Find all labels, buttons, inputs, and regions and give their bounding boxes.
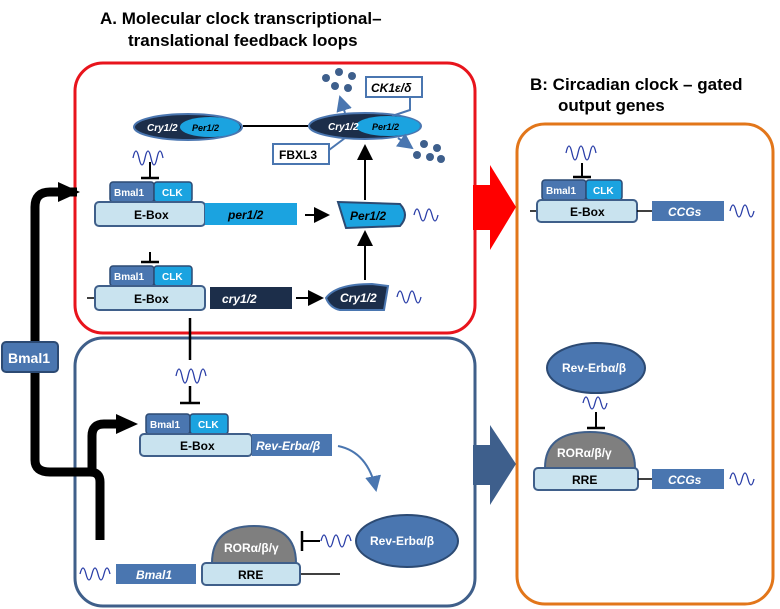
bmal1-feed-arrowhead-blue [116,414,138,434]
svg-text:Bmal1: Bmal1 [114,272,144,283]
svg-text:E-Box: E-Box [180,439,215,453]
fbxl3-label: FBXL3 [279,148,317,162]
svg-text:E-Box: E-Box [134,292,169,306]
ccgs-output-rre [652,469,724,489]
oscillation-wave-icon [175,368,207,384]
rev-erb-protein-output [546,342,646,394]
bmal1-side-label: Bmal1 [8,350,50,366]
oscillation-wave-icon [582,396,608,410]
complex-left-cry: Cry1/2 [147,123,178,134]
svg-text:Per1/2: Per1/2 [350,209,386,223]
ebox-mid [94,285,206,311]
svg-text:CLK: CLK [593,186,614,197]
ror-protein-output [543,430,637,469]
orange-output-box [515,122,775,606]
rev-erb-gene-label: Rev-Erbα/β [256,439,321,453]
svg-text:Rev-Erbα/β: Rev-Erbα/β [370,534,434,548]
oscillation-wave-icon [565,145,597,161]
ror-protein-blue [210,524,298,564]
svg-text:RORα/β/γ: RORα/β/γ [224,541,279,555]
bmal1-feed-arrowhead-top [58,182,80,202]
oscillation-wave-icon [413,208,439,222]
per-gene-label: per1/2 [227,208,264,222]
rev-erb-protein [355,514,459,568]
ck1-box [365,76,423,98]
cry-gene-label: cry1/2 [222,292,257,306]
svg-text:RRE: RRE [572,473,597,487]
bmal1-gene-label: Bmal1 [136,568,172,582]
rre-blue [201,562,301,586]
svg-text:Bmal1: Bmal1 [114,188,144,199]
per-gene [205,203,297,225]
bmal1-to-blue-ebox [87,419,120,472]
oscillation-wave-icon [79,567,111,581]
svg-text:RRE: RRE [238,568,263,582]
title-b-line1: B: Circadian clock – gated [530,75,743,94]
bmal1-side-badge [1,341,59,373]
oscillation-wave-icon [396,290,422,304]
svg-text:CCGs: CCGs [668,205,702,219]
cry-gene [210,287,292,309]
svg-text:CLK: CLK [162,188,183,199]
cry-protein [324,282,390,311]
title-a-line2: translational feedback loops [128,31,358,50]
per-protein [336,200,406,230]
oscillation-wave-icon [132,150,164,166]
title-b-line2: output genes [558,96,665,115]
complex-right-per: Per1/2 [372,122,399,132]
svg-text:CCGs: CCGs [668,473,702,487]
rev-erb-gene [252,434,332,456]
oscillation-wave-icon [320,534,352,548]
svg-text:CLK: CLK [162,272,183,283]
ccgs-output-ebox [652,201,724,221]
svg-text:Rev-Erbα/β: Rev-Erbα/β [562,361,626,375]
complex-left-per: Per1/2 [192,123,219,133]
svg-text:Bmal1: Bmal1 [150,420,180,431]
complex-right-cry: Cry1/2 [328,122,359,133]
oscillation-wave-icon [729,204,755,218]
ck1-label: CK1ε/δ [371,81,412,95]
title-a-line1: A. Molecular clock transcriptional– [100,9,382,28]
svg-text:E-Box: E-Box [570,205,605,219]
svg-text:CLK: CLK [198,420,219,431]
svg-text:E-Box: E-Box [134,208,169,222]
oscillation-wave-icon [729,472,755,486]
svg-text:RORα/β/γ: RORα/β/γ [557,446,612,460]
blue-arrow [473,425,516,505]
rev-erb-translation-arrow [337,445,381,492]
bmal1-gene [116,564,196,584]
svg-text:Bmal1: Bmal1 [546,186,576,197]
bmal1-feed-path [30,187,105,540]
red-arrow [473,165,516,250]
fbxl3-box [272,143,330,165]
degradation-dots-icon [322,68,445,163]
svg-text:Cry1/2: Cry1/2 [340,291,377,305]
